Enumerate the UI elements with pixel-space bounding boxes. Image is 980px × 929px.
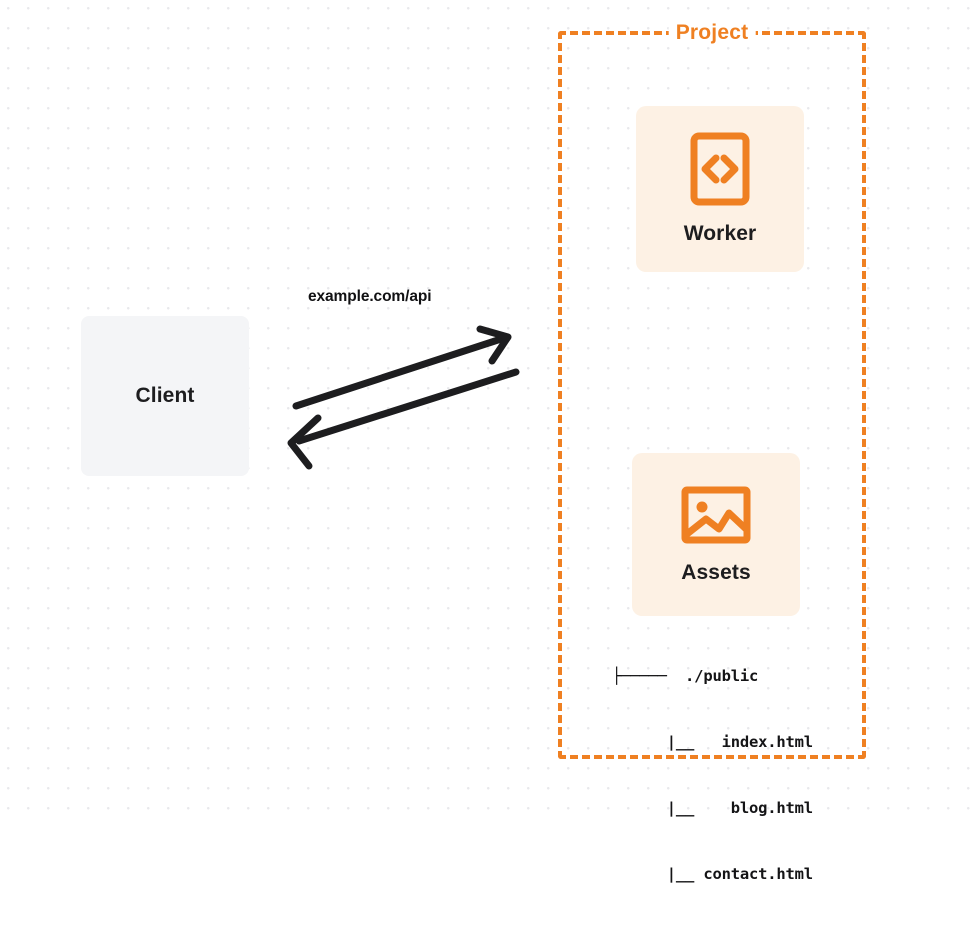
assets-label: Assets [681, 560, 751, 584]
code-brackets-icon [690, 132, 750, 206]
request-arrow-icon [292, 325, 512, 410]
response-arrow-icon [287, 368, 520, 470]
connector-label: example.com/api [308, 288, 432, 305]
client-node[interactable]: Client [81, 316, 249, 476]
image-picture-icon [681, 485, 751, 545]
assets-file-tree: ├───── ./public |__ index.html |__ blog.… [612, 621, 813, 929]
worker-node[interactable]: Worker [636, 106, 804, 272]
project-container[interactable]: Project Worker Assets [558, 21, 866, 883]
file-tree-row-root: ├───── ./public [612, 667, 759, 685]
diagram-canvas: Client example.com/api Project [0, 0, 980, 883]
file-tree-row-blog: |__ blog.html [612, 799, 813, 817]
project-title: Project [668, 21, 756, 45]
file-tree-row-contact: |__ contact.html [612, 865, 813, 883]
worker-label: Worker [683, 222, 757, 245]
assets-node[interactable]: Assets [632, 453, 800, 616]
file-tree-row-index: |__ index.html [612, 733, 813, 751]
client-label: Client [135, 384, 195, 407]
